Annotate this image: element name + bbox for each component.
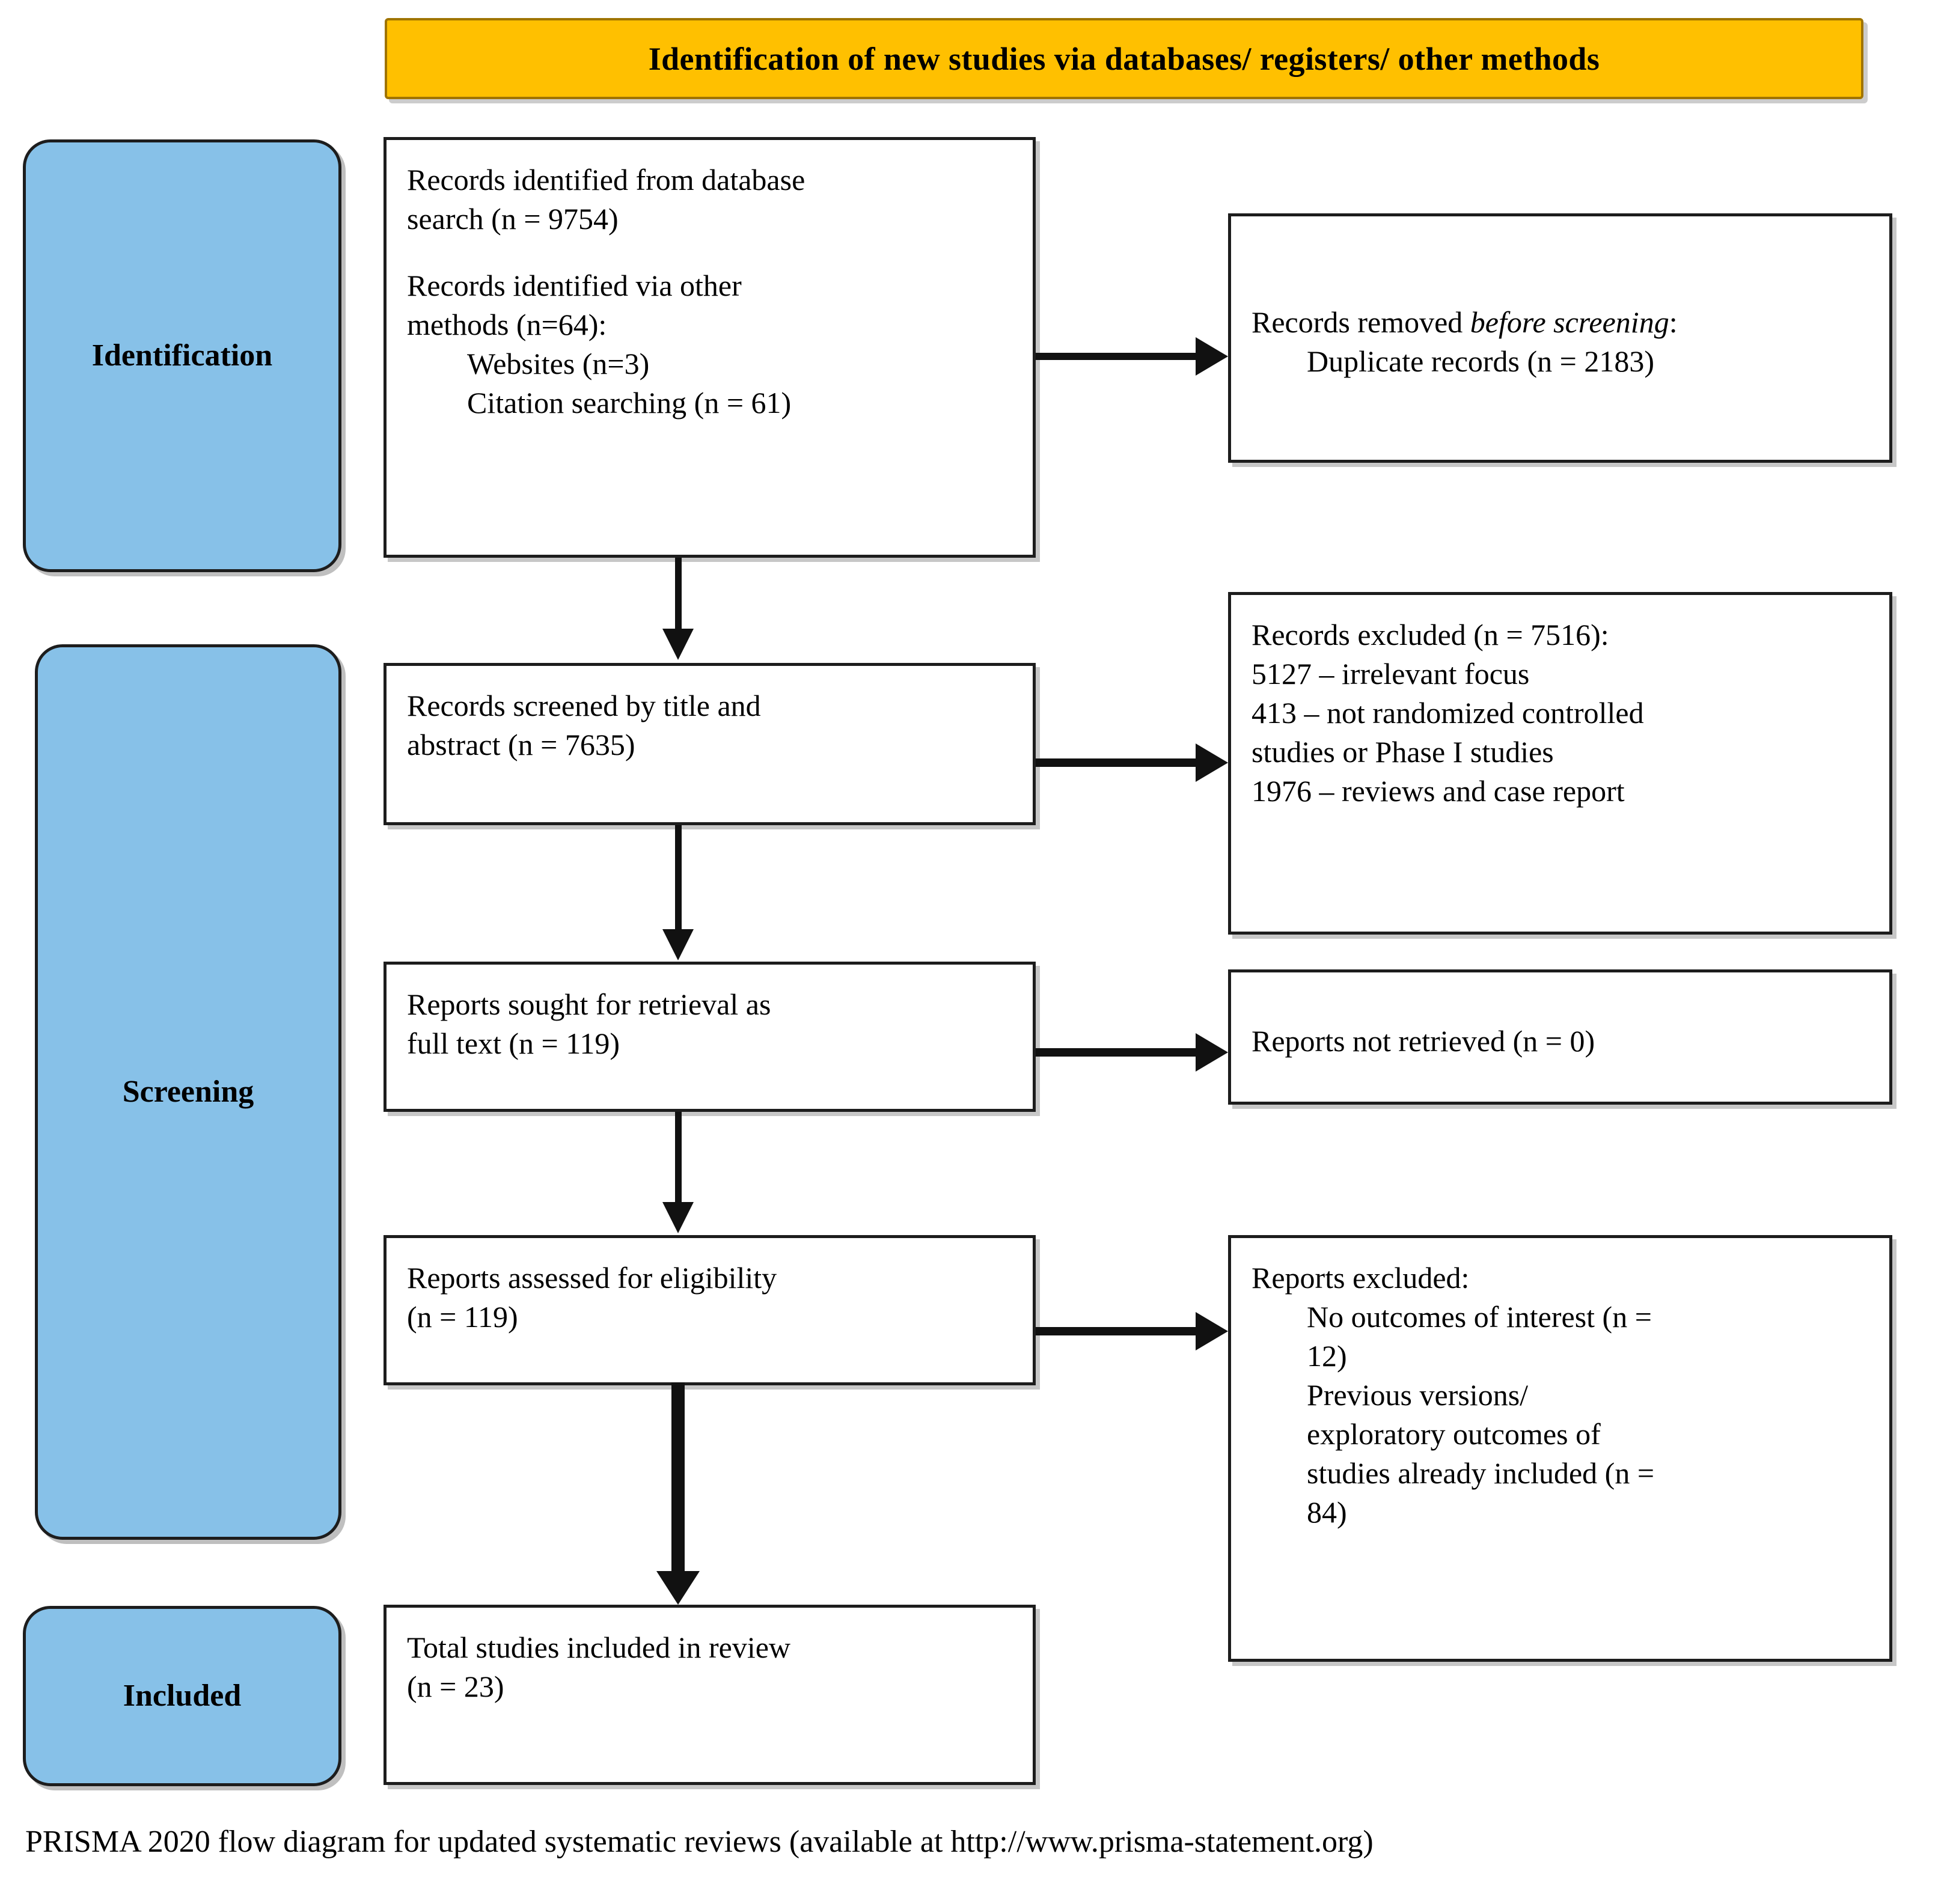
node-records-removed-before-screening: Records removed before screening: Duplic… [1228,213,1892,463]
node-total-studies-included: Total studies included in review (n = 23… [384,1605,1036,1785]
reports-excluded-item-2: 12) [1307,1339,1347,1373]
footer-caption: PRISMA 2020 flow diagram for updated sys… [25,1825,1374,1859]
reports-not-retrieved-line-1: Reports not retrieved (n = 0) [1252,1024,1595,1058]
arrowhead-assessed-to-total-included [656,1571,700,1605]
records-other-websites: Websites (n=3) [467,347,650,380]
records-excluded-line-2: 5127 – irrelevant focus [1252,657,1530,691]
total-included-line-2: (n = 23) [407,1670,504,1703]
arrowhead-screened-to-excluded [1196,743,1228,782]
reports-assessed-line-2: (n = 119) [407,1300,518,1334]
reports-excluded-item-3: Previous versions/ [1307,1378,1529,1412]
arrowhead-identified-to-screened [662,629,694,660]
stage-label-identification-text: Identification [91,338,273,373]
records-excluded-line-5: 1976 – reviews and case report [1252,774,1625,808]
stage-label-included-text: Included [123,1679,242,1713]
node-records-excluded: Records excluded (n = 7516): 5127 – irre… [1228,592,1892,935]
connector-sought-to-assessed [675,1112,682,1203]
banner-title: Identification of new studies via databa… [648,40,1600,77]
arrowhead-sought-to-assessed [662,1202,694,1233]
node-reports-sought-for-retrieval: Reports sought for retrieval as full tex… [384,962,1036,1112]
stage-label-screening-text: Screening [122,1075,254,1109]
connector-assessed-to-reports-excluded [1036,1327,1199,1335]
reports-sought-line-1: Reports sought for retrieval as [407,987,771,1021]
reports-excluded-item-5: studies already included (n = [1307,1456,1655,1490]
stage-label-screening: Screening [35,644,341,1540]
reports-excluded-item-4: exploratory outcomes of [1307,1417,1601,1451]
total-included-line-1: Total studies included in review [407,1631,791,1664]
records-screened-line-2: abstract (n = 7635) [407,728,635,761]
records-screened-line-1: Records screened by title and [407,689,761,722]
records-excluded-line-3: 413 – not randomized controlled [1252,696,1644,730]
reports-excluded-header: Reports excluded: [1252,1261,1470,1295]
node-reports-excluded: Reports excluded: No outcomes of interes… [1228,1235,1892,1662]
reports-excluded-item-1: No outcomes of interest (n = [1307,1300,1652,1334]
arrowhead-sought-to-not-retrieved [1196,1033,1228,1072]
records-removed-lead-italic: before screening [1470,305,1669,339]
records-other-citation-searching: Citation searching (n = 61) [467,386,792,420]
connector-screened-to-excluded [1036,758,1199,767]
reports-assessed-line-1: Reports assessed for eligibility [407,1261,777,1295]
connector-sought-to-not-retrieved [1036,1048,1199,1057]
records-identified-line-1: Records identified from database [407,163,805,197]
identification-banner: Identification of new studies via databa… [385,18,1863,99]
stage-label-identification: Identification [23,139,341,572]
records-excluded-line-4: studies or Phase I studies [1252,735,1554,769]
records-excluded-line-1: Records excluded (n = 7516): [1252,618,1609,651]
node-reports-assessed-for-eligibility: Reports assessed for eligibility (n = 11… [384,1235,1036,1385]
stage-label-included: Included [23,1606,341,1786]
arrowhead-screened-to-sought [662,929,694,960]
node-records-identified: Records identified from database search … [384,137,1036,558]
records-identified-line-2: search (n = 9754) [407,202,619,236]
records-other-line-1: Records identified via other [407,269,742,302]
connector-assessed-to-total-included [671,1382,685,1575]
connector-screened-to-sought [675,825,682,930]
records-removed-lead: Records removed [1252,305,1470,339]
connector-identified-to-removed [1036,353,1199,360]
records-removed-lead-line: Records removed before screening: [1252,303,1871,342]
reports-sought-line-2: full text (n = 119) [407,1027,620,1060]
records-other-line-2: methods (n=64): [407,308,607,341]
node-records-screened: Records screened by title and abstract (… [384,663,1036,825]
records-removed-lead-tail: : [1669,305,1678,339]
arrowhead-identified-to-removed [1196,337,1228,376]
arrowhead-assessed-to-reports-excluded [1196,1312,1228,1350]
node-reports-not-retrieved: Reports not retrieved (n = 0) [1228,969,1892,1105]
connector-identified-to-screened [675,558,682,630]
records-removed-duplicates: Duplicate records (n = 2183) [1307,344,1655,378]
reports-excluded-item-6: 84) [1307,1495,1347,1529]
